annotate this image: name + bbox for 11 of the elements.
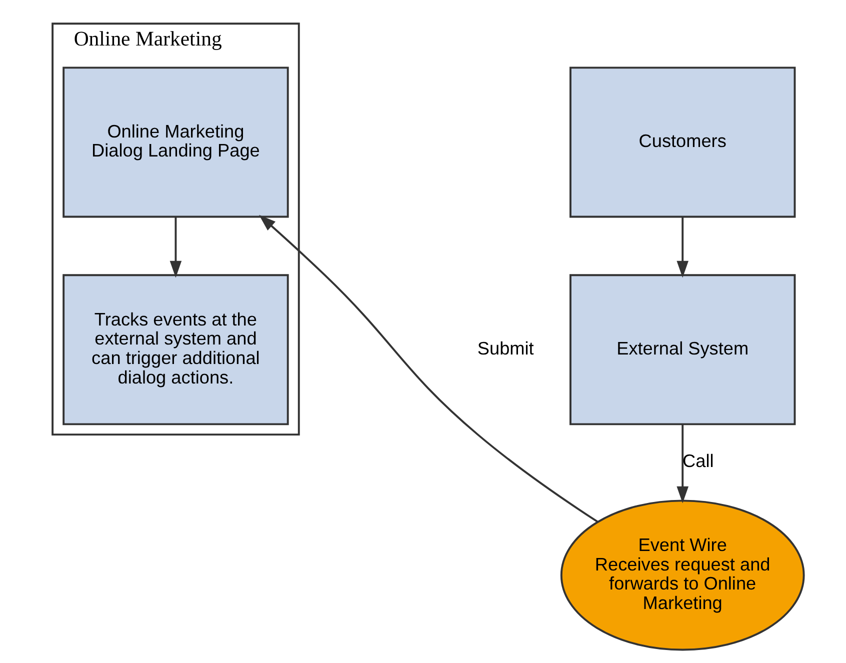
arrow [676,424,689,504]
node-box: Customers [570,66,796,218]
arrow [170,216,182,278]
edge-label: Call [682,451,714,472]
node-box: Tracks events at the external system and can trigger additional dialog actions. [62,274,289,426]
arrow [676,216,689,278]
arrow [258,214,598,523]
edge-label: Submit [477,338,534,358]
node-ellipse: Event Wire Receives request and forwards to Online Marketing [560,500,805,651]
node-box: Online Marketing Dialog Landing Page [62,66,289,218]
node-box: External System [570,274,796,426]
